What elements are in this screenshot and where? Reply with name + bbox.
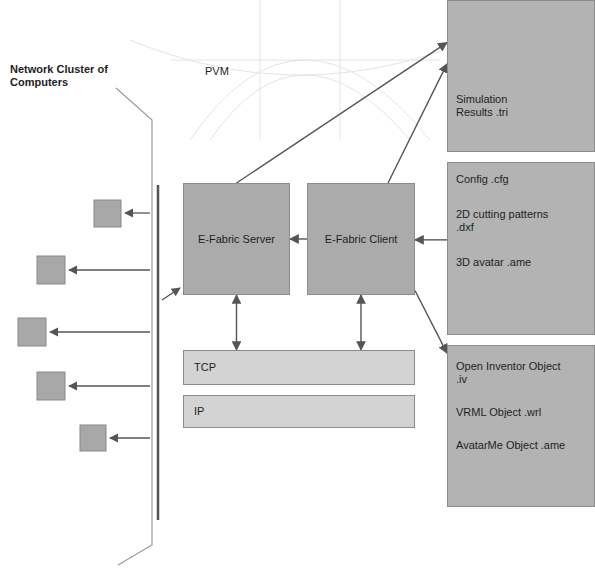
connector-arrow <box>415 291 447 354</box>
bus-to-server-arrow <box>162 288 180 300</box>
cluster-arrows <box>50 213 150 438</box>
input-files-box: Config .cfg 2D cutting patterns .dxf 3D av… <box>447 162 595 335</box>
connector-arrow <box>290 238 307 239</box>
node-text: 2D cutting patterns .dxf <box>456 208 561 234</box>
pvm-bus-outline <box>116 88 152 565</box>
node-text: Config .cfg <box>456 173 561 186</box>
connector-arrow <box>360 295 361 350</box>
node-text: Simulation Results .tri <box>456 93 528 119</box>
node-text: TCP <box>194 361 216 374</box>
node-text: AvatarMe Object .ame <box>456 439 566 452</box>
connector-arrow <box>388 64 447 183</box>
pvm-bus <box>157 185 160 520</box>
cluster-computers <box>18 200 121 451</box>
node-text: E-Fabric Client <box>325 233 398 246</box>
connector-arrow <box>236 295 237 350</box>
output-box: Simulation Results .tri <box>447 0 595 152</box>
node-text: VRML Object .wrl <box>456 406 566 419</box>
server-box: E-Fabric Server <box>183 183 290 295</box>
connector-arrow <box>415 239 447 240</box>
node-text: Open Inventor Object .iv <box>456 360 566 386</box>
connector-arrow <box>237 43 448 183</box>
node-text: E-Fabric Server <box>198 233 275 246</box>
protocol-band: TCP <box>183 350 415 385</box>
cluster-label: Network Cluster of Computers <box>10 63 122 89</box>
node-text: 3D avatar .ame <box>456 256 561 269</box>
client-box: E-Fabric Client <box>307 183 415 295</box>
protocol-band: IP <box>183 395 415 428</box>
node-text: IP <box>194 405 204 418</box>
output-files-box: Open Inventor Object .ivVRML Object .wrl… <box>447 345 595 507</box>
bus-label: PVM <box>205 65 265 78</box>
